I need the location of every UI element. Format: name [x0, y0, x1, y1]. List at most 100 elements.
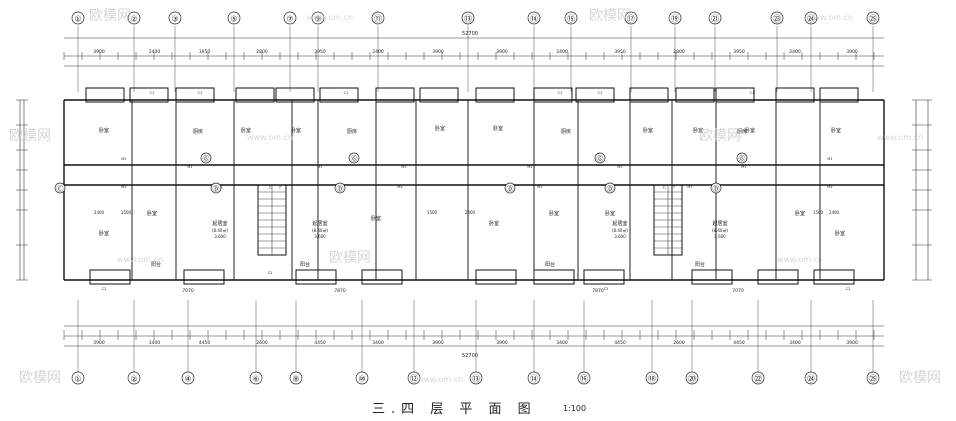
window-bay — [183, 269, 225, 285]
room-label-bedroom: 卧室 — [435, 125, 445, 132]
dim-bottom-text: 3400 — [372, 340, 384, 346]
window-bay — [757, 269, 799, 285]
room-label-living: 起居室 — [612, 220, 627, 227]
dim-bottom-text: 4450 — [314, 340, 326, 346]
axis-bubble-top — [564, 11, 578, 25]
axis-bubble-side — [594, 152, 606, 164]
window-bay — [295, 269, 337, 285]
axis-label-top: ② — [130, 15, 137, 24]
dim-top-text: 3950 — [199, 49, 211, 55]
watermark-text: www.om.cn — [777, 255, 823, 264]
dim-bottom-text: 2600 — [673, 340, 685, 346]
room-label-kitchen: 厨房 — [561, 128, 571, 135]
axis-label-top: ㉕ — [869, 15, 877, 24]
dim-1500-label: 1500 — [813, 210, 824, 215]
dim-bottom-text: 3400 — [556, 340, 568, 346]
window-bay — [675, 87, 715, 103]
axis-bubble-bottom — [685, 371, 699, 385]
dim-top-text: 2400 — [789, 49, 801, 55]
axis-bubble-side — [604, 182, 616, 194]
room-label-balcony: 阳台 — [545, 261, 555, 268]
room-label-bedroom: 卧室 — [241, 127, 251, 134]
axis-grid-lines — [77, 26, 874, 372]
axis-label-top: ⑮ — [567, 15, 575, 24]
door-m1-label: M1 — [317, 165, 322, 169]
watermark-text: 欧模网 — [699, 128, 741, 144]
window-bay — [475, 269, 517, 285]
watermark-text: 欧模网 — [89, 8, 131, 24]
door-m1-label: M1 — [827, 157, 832, 161]
axis-bubble-side — [710, 182, 722, 194]
window-c2-label: C2 — [604, 287, 609, 291]
door-m1-label: M1 — [401, 165, 406, 169]
axis-bubble-bottom — [71, 371, 85, 385]
room-label-bedroom: 卧室 — [291, 127, 301, 134]
stair-down-label: 下 — [278, 184, 282, 189]
window-bay — [819, 87, 859, 103]
dim-bottom-text: 4450 — [199, 340, 211, 346]
axis-label-bottom: ⑩ — [358, 375, 365, 384]
dim-7070-label: 7070 — [732, 288, 744, 294]
window-bay — [533, 87, 573, 103]
window-bay — [85, 87, 125, 103]
dim-top-text: 2400 — [372, 49, 384, 55]
axis-label-side: Ⓓ — [713, 185, 720, 193]
room-label-bedroom: 卧室 — [693, 127, 703, 134]
door-m2-label: M2 — [121, 185, 126, 189]
room-label-bedroom: 卧室 — [605, 210, 615, 217]
room-label-bedroom: 卧室 — [831, 127, 841, 134]
axis-bubble-bottom — [181, 371, 195, 385]
room-label-height: 3.600 — [214, 234, 226, 239]
room-label-height: 3.600 — [314, 234, 326, 239]
axis-label-top: ㉓ — [773, 15, 781, 24]
dim-2400-label: 2400 — [94, 210, 105, 215]
axis-bubble-top — [804, 11, 818, 25]
window-c2-label: C2 — [268, 271, 273, 275]
door-m2-label: M2 — [397, 185, 402, 189]
axis-bubble-top — [461, 11, 475, 25]
watermark-text: 欧模网 — [9, 128, 51, 144]
window-bay — [375, 87, 415, 103]
axis-bubble-top — [127, 11, 141, 25]
axis-label-bottom: ⑧ — [292, 375, 299, 384]
drawing-title: 三.四 层 平 面 图 — [372, 402, 537, 417]
dim-bottom-text: 4450 — [614, 340, 626, 346]
dim-bottom-text: 3900 — [432, 340, 444, 346]
axis-label-side: Ⓖ — [597, 155, 604, 163]
axis-label-bottom: ⑥ — [252, 375, 259, 384]
room-label-balcony: 阳台 — [695, 261, 705, 268]
axis-bubble-side — [504, 182, 516, 194]
watermark-text: www.om.cn — [877, 133, 923, 142]
room-label-kitchen: 厨房 — [193, 128, 203, 135]
door-m1-label: M1 — [741, 165, 746, 169]
room-label-bedroom: 卧室 — [643, 127, 653, 134]
axis-label-side: Ⓓ — [213, 185, 220, 193]
axis-bubble-bottom — [645, 371, 659, 385]
window-c2-label: C2 — [102, 287, 107, 291]
watermark-text: www.om.cn — [417, 375, 463, 384]
dim-bottom-text: 4450 — [733, 340, 745, 346]
axis-bubble-side — [200, 152, 212, 164]
axis-bubble-side — [348, 152, 360, 164]
dim-total-top: 52700 — [462, 31, 478, 37]
dim-7070-label: 7070 — [182, 288, 194, 294]
window-bay — [575, 87, 615, 103]
axis-bubble-bottom — [469, 371, 483, 385]
stair-down-label: 下 — [672, 184, 676, 189]
drawing-scale: 1:100 — [563, 404, 587, 413]
dim-top-text: 3900 — [93, 49, 105, 55]
window-bay — [89, 269, 131, 285]
axis-label-top: ⑭ — [530, 15, 538, 24]
watermark-text: 欧模网 — [329, 250, 371, 266]
window-bay — [419, 87, 459, 103]
window-c1-label: C1 — [558, 91, 563, 95]
axis-bubble-top — [668, 11, 682, 25]
room-label-bedroom: 卧室 — [745, 127, 755, 134]
axis-label-side: Ⓖ — [351, 155, 358, 163]
stair-up-label: 上 — [662, 183, 666, 189]
window-bay — [775, 87, 815, 103]
door-m1-label: M1 — [187, 165, 192, 169]
window-c1-label: C1 — [750, 91, 755, 95]
